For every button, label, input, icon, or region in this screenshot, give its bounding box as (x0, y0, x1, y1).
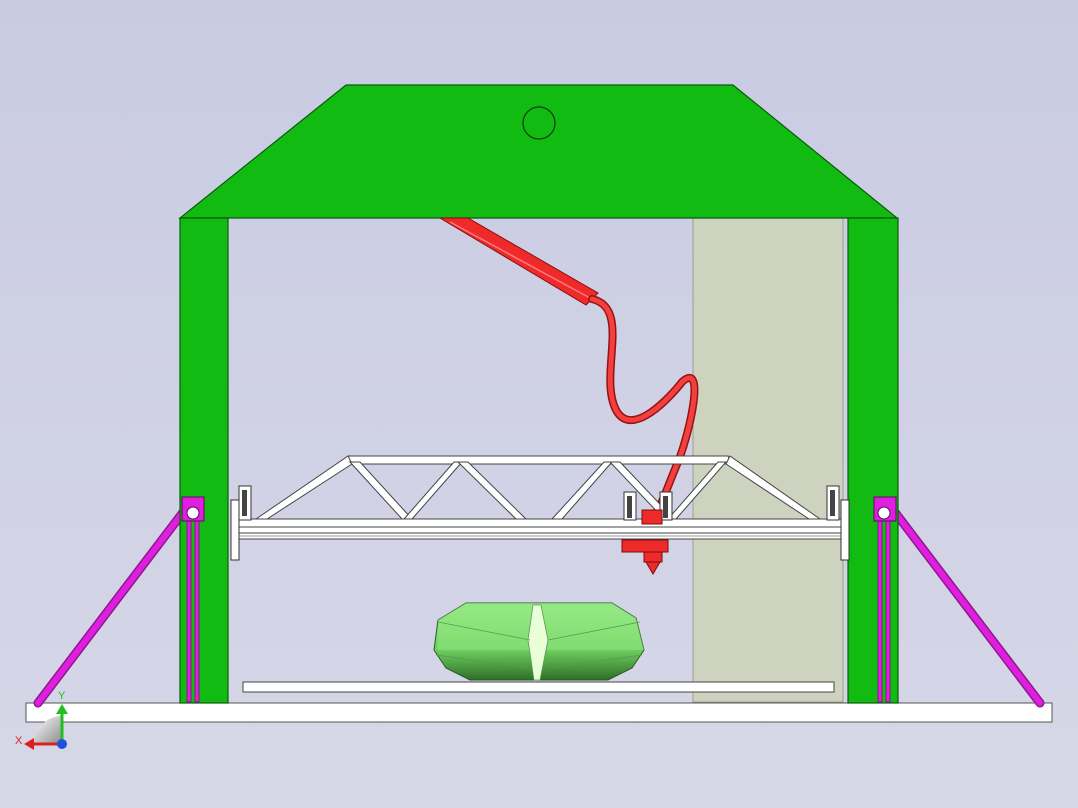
gantry-truss[interactable] (233, 455, 847, 540)
feed-tube[interactable] (438, 217, 599, 306)
build-bed[interactable] (242, 681, 835, 693)
axis-triad[interactable]: X Y (15, 690, 68, 750)
rod-right[interactable] (873, 496, 897, 703)
z-axis-dot (57, 739, 67, 749)
print-head[interactable] (621, 509, 669, 575)
base-plate[interactable] (25, 702, 1053, 723)
gantry-bracket-left[interactable] (230, 485, 252, 561)
x-axis-label: X (15, 735, 23, 747)
printed-part[interactable] (433, 602, 645, 681)
carriage-posts[interactable] (623, 491, 673, 521)
strut-right[interactable] (886, 502, 1045, 708)
roof-hole-icon (522, 106, 556, 140)
gantry-bracket-right[interactable] (826, 485, 850, 561)
triad-arc (34, 716, 62, 744)
rod-left[interactable] (181, 496, 205, 703)
frame-leg-right[interactable] (847, 217, 899, 704)
strut-left[interactable] (33, 502, 192, 708)
y-axis-label: Y (58, 690, 66, 702)
